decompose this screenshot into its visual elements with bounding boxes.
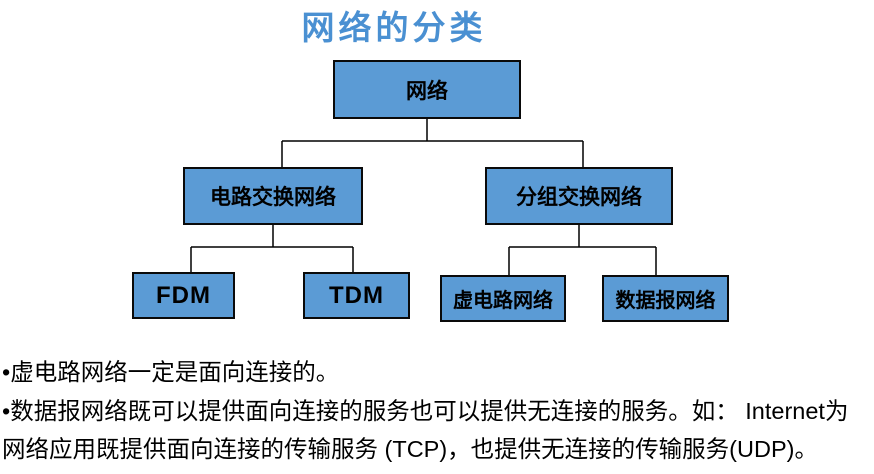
node-circuit-switched-network: 电路交换网络: [183, 167, 363, 225]
node-packet-switched-network: 分组交换网络: [485, 167, 673, 225]
node-fdm: FDM: [132, 272, 235, 319]
node-virtual-circuit-network: 虚电路网络: [440, 275, 566, 322]
note-line-datagram-2: 网络应用既提供面向连接的传输服务 (TCP)，也提供无连接的传输服务(UDP)。: [2, 436, 818, 462]
slide-title: 网络的分类: [301, 9, 487, 46]
node-network: 网络: [333, 60, 521, 119]
note-line-datagram-1: •数据报网络既可以提供面向连接的服务也可以提供无连接的服务。如： Interne…: [2, 397, 849, 424]
node-tdm: TDM: [303, 272, 410, 319]
note-line-virtual-circuit: •虚电路网络一定是面向连接的。: [2, 359, 340, 385]
notes-block: •虚电路网络一定是面向连接的。 •数据报网络既可以提供面向连接的服务也可以提供无…: [2, 353, 874, 469]
node-datagram-network: 数据报网络: [602, 275, 729, 322]
